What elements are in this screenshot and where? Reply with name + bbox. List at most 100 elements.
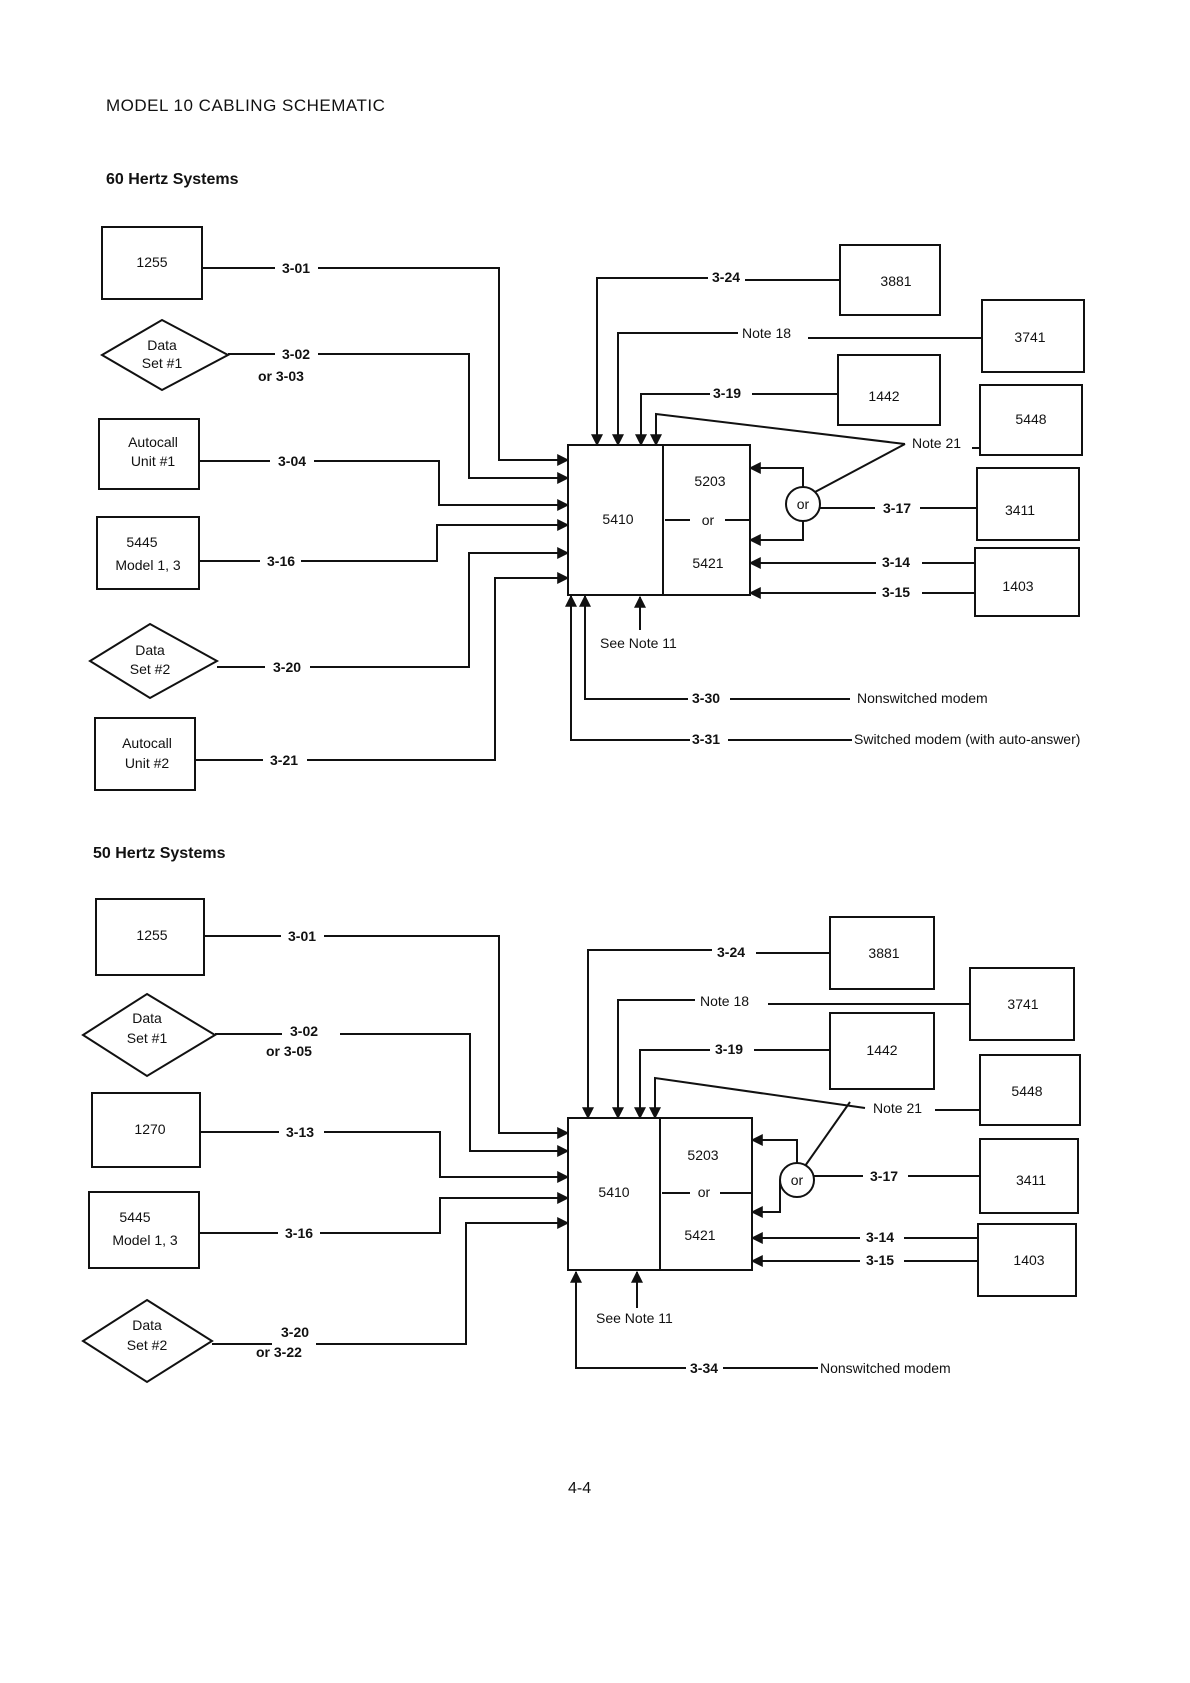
device-3881-label: 3881 (880, 273, 911, 289)
device-1255-label: 1255 (136, 254, 167, 270)
device-5410-label: 5410 (602, 511, 633, 527)
cable-3-15: 3-15 (882, 584, 910, 600)
device-5445 (96, 516, 200, 590)
or-circle-label: or (797, 496, 810, 512)
device-5203-label: 5203 (687, 1147, 718, 1163)
section-heading-60hz: 60 Hertz Systems (106, 171, 239, 188)
device-5445-label-2: Model 1, 3 (115, 557, 181, 573)
cable-3-17: 3-17 (870, 1168, 898, 1184)
modem-3-30: Nonswitched modem (857, 690, 988, 706)
data-set-2-label: Data (135, 642, 165, 658)
autocall-1-label: Autocall (128, 434, 178, 450)
cable-3-04: 3-04 (278, 453, 306, 469)
device-3881 (839, 244, 941, 316)
cable-3-24: 3-24 (712, 269, 740, 285)
device-5445-label: 5445 (126, 534, 157, 550)
device-autocall-1 (98, 418, 200, 490)
device-5410-label: 5410 (598, 1184, 629, 1200)
device-1442-label: 1442 (868, 388, 899, 404)
data-set-1-diamond (100, 318, 231, 392)
device-3741 (969, 967, 1075, 1041)
data-set-1-label-2: Set #1 (142, 355, 183, 371)
page-number: 4-4 (568, 1480, 592, 1497)
cable-3-01: 3-01 (288, 928, 316, 944)
device-3411 (976, 467, 1080, 541)
cable-3-02: 3-02 (282, 346, 310, 362)
cable-3-19: 3-19 (713, 385, 741, 401)
note-21: Note 21 (912, 435, 961, 451)
device-3741-label: 3741 (1014, 329, 1045, 345)
data-set-2-label: Data (132, 1317, 162, 1333)
cable-3-17: 3-17 (883, 500, 911, 516)
device-5448-label: 5448 (1011, 1083, 1042, 1099)
device-5448 (979, 1054, 1081, 1126)
note-18: Note 18 (742, 325, 791, 341)
cable-3-19: 3-19 (715, 1041, 743, 1057)
cable-3-02: 3-02 (290, 1023, 318, 1039)
see-note-11: See Note 11 (600, 635, 677, 651)
note-21: Note 21 (873, 1100, 922, 1116)
device-3881-label: 3881 (868, 945, 899, 961)
cable-or-3-03: or 3-03 (258, 368, 304, 384)
cable-3-30: 3-30 (692, 690, 720, 706)
inner-or-label: or (698, 1184, 711, 1200)
device-1255-label: 1255 (136, 927, 167, 943)
cable-3-13: 3-13 (286, 1124, 314, 1140)
autocall-2-label: Autocall (122, 735, 172, 751)
device-1270 (91, 1092, 201, 1168)
device-1255 (95, 898, 205, 976)
schematic-50hz: 1255 Data Set #1 1270 5445 Model 1, 3 Da… (81, 898, 1081, 1384)
data-set-2-diamond (88, 622, 220, 700)
note-18: Note 18 (700, 993, 749, 1009)
device-1442 (837, 354, 941, 426)
data-set-2-diamond (81, 1298, 214, 1384)
schematic-60hz: 1255 Data Set #1 Autocall Unit #1 5445 M… (88, 226, 1085, 791)
device-3741-label: 3741 (1007, 996, 1038, 1012)
cable-or-3-22: or 3-22 (256, 1344, 302, 1360)
device-1403 (974, 547, 1080, 617)
page-title: MODEL 10 CABLING SCHEMATIC (106, 96, 386, 115)
device-5445 (88, 1191, 200, 1269)
data-set-2-label-2: Set #2 (127, 1337, 168, 1353)
cable-or-3-05: or 3-05 (266, 1043, 312, 1059)
data-set-1-label-2: Set #1 (127, 1030, 168, 1046)
device-1270-label: 1270 (134, 1121, 165, 1137)
see-note-11: See Note 11 (596, 1310, 673, 1326)
device-5421-label: 5421 (692, 555, 723, 571)
modem-3-34: Nonswitched modem (820, 1360, 951, 1376)
cable-3-31: 3-31 (692, 731, 720, 747)
data-set-1-label: Data (132, 1010, 162, 1026)
device-autocall-2 (94, 717, 196, 791)
device-3411-label: 3411 (1005, 502, 1035, 518)
device-3741 (981, 299, 1085, 373)
cable-3-20: 3-20 (273, 659, 301, 675)
cable-3-21: 3-21 (270, 752, 298, 768)
device-5448-label: 5448 (1015, 411, 1046, 427)
device-3411-label: 3411 (1016, 1172, 1046, 1188)
cable-3-14: 3-14 (866, 1229, 894, 1245)
device-5410 (567, 444, 751, 596)
cable-3-20: 3-20 (281, 1324, 309, 1340)
device-5203-label: 5203 (694, 473, 725, 489)
cable-3-24: 3-24 (717, 944, 745, 960)
data-set-2-label-2: Set #2 (130, 661, 171, 677)
cable-3-16: 3-16 (267, 553, 295, 569)
cable-3-15: 3-15 (866, 1252, 894, 1268)
inner-or-label: or (702, 512, 715, 528)
device-1403-label: 1403 (1002, 578, 1033, 594)
cable-3-14: 3-14 (882, 554, 910, 570)
device-5445-label: 5445 (119, 1209, 150, 1225)
or-circle-label: or (791, 1172, 804, 1188)
modem-3-31: Switched modem (with auto-answer) (854, 731, 1080, 747)
cable-3-01: 3-01 (282, 260, 310, 276)
device-1403-label: 1403 (1013, 1252, 1044, 1268)
device-5448 (979, 384, 1083, 456)
data-set-1-label: Data (147, 337, 177, 353)
device-5421-label: 5421 (684, 1227, 715, 1243)
device-1442 (829, 1012, 935, 1090)
device-1442-label: 1442 (866, 1042, 897, 1058)
data-set-1-diamond (81, 992, 217, 1078)
device-1255 (101, 226, 203, 300)
cable-3-34: 3-34 (690, 1360, 718, 1376)
